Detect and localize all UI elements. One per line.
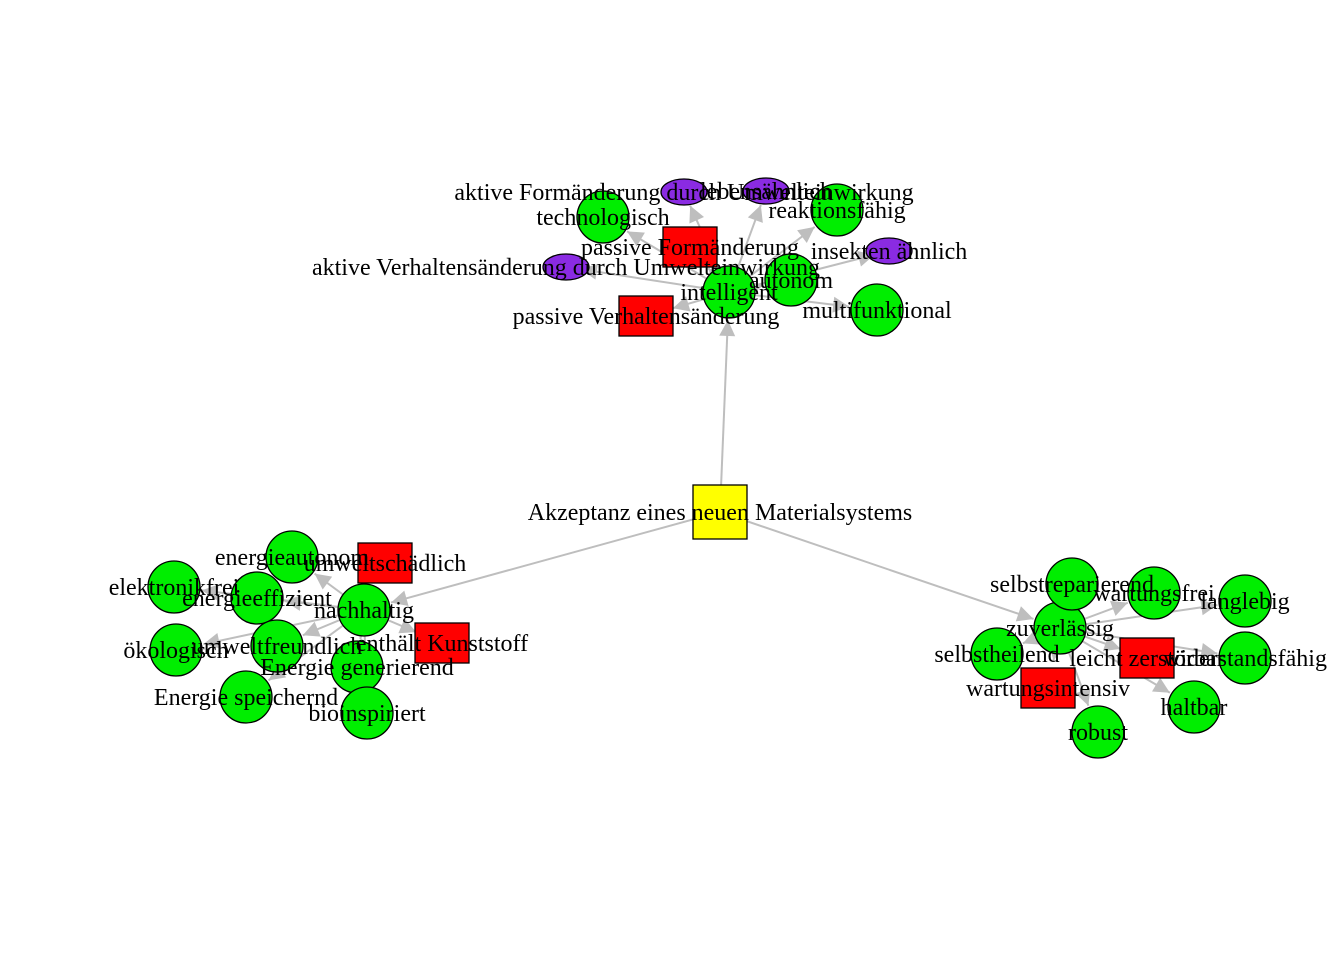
edge-root-nachhaltig xyxy=(390,511,721,604)
label-bioinspiriert: bioinspiriert xyxy=(308,701,426,727)
label-pas_form: passive Formänderung xyxy=(581,235,799,261)
node-autonom xyxy=(764,253,818,307)
arrowhead-nachhaltig-oekologisch xyxy=(203,633,221,649)
label-leicht_zerst: leicht zerstörbar xyxy=(1069,646,1224,672)
label-technologisch: technologisch xyxy=(536,205,669,231)
label-root: Akzeptanz eines neuen Materialsystems xyxy=(528,500,913,526)
label-energieeffizient: energieeffizient xyxy=(182,586,332,612)
arrowhead-zuverlaessig-selbstheilend xyxy=(1022,629,1041,645)
label-energie_gen: Energie generierend xyxy=(260,655,453,681)
label-zuverlaessig: zuverlässig xyxy=(1006,616,1114,642)
node-langlebig xyxy=(1218,574,1272,628)
node-selbstheilend xyxy=(970,627,1024,681)
arrowhead-nachhaltig-elektronikfrei xyxy=(201,584,219,601)
arrowhead-intelligent-lebensaehnlich xyxy=(747,205,763,223)
label-autonom: autonom xyxy=(749,268,833,294)
node-energie_sp xyxy=(219,670,273,724)
node-energieeffizient xyxy=(230,571,284,625)
label-umweltschaedlich: umweltschädlich xyxy=(304,551,467,577)
node-selbstreparierend xyxy=(1045,557,1099,611)
node-technologisch xyxy=(576,190,630,244)
arrowhead-zuverlaessig-haltbar xyxy=(1152,677,1170,693)
label-insekten: insekten ähnlich xyxy=(811,239,968,265)
arrowhead-root-zuverlaessig xyxy=(1015,606,1034,622)
node-akt_verh xyxy=(542,253,590,281)
label-lebensaehnlich: lebensähnlich xyxy=(700,179,832,205)
arrowhead-nachhaltig-energieeffizient xyxy=(284,594,302,611)
label-wartungsfrei: wartungsfrei xyxy=(1093,581,1215,607)
label-robust: robust xyxy=(1068,720,1128,746)
label-energieautonom: energieautonom xyxy=(215,545,370,571)
node-reaktionsfaehig xyxy=(810,183,864,237)
label-akt_form: aktive Formänderung durch Umwelteinwirku… xyxy=(454,180,913,206)
node-umweltschaedlich xyxy=(357,542,413,584)
nodes-layer xyxy=(147,177,1272,759)
arrowhead-intelligent-multifunktional xyxy=(832,296,850,313)
edge-root-zuverlaessig xyxy=(719,511,1034,620)
label-langlebig: langlebig xyxy=(1200,589,1289,615)
label-kunststoff: enthält Kunststoff xyxy=(356,631,528,657)
node-elektronikfrei xyxy=(147,560,201,614)
labels-layer: Akzeptanz eines neuen Materialsystems pas… xyxy=(109,179,1327,746)
label-selbstheilend: selbstheilend xyxy=(934,642,1059,668)
node-umweltfreundlich xyxy=(250,619,304,673)
label-widerstandsfaehig: widerstandsfähig xyxy=(1163,646,1327,672)
label-haltbar: haltbar xyxy=(1161,695,1228,721)
label-intelligent: intelligent xyxy=(680,280,778,306)
node-robust xyxy=(1071,705,1125,759)
arrowhead-zuverlaessig-robust xyxy=(1075,687,1091,706)
label-multifunktional: multifunktional xyxy=(802,298,952,324)
node-intelligent xyxy=(702,265,756,319)
node-multifunktional xyxy=(850,283,904,337)
label-nachhaltig: nachhaltig xyxy=(314,598,414,624)
node-pas_verh xyxy=(618,295,674,337)
arrowhead-zuverlaessig-langlebig xyxy=(1200,599,1218,616)
node-widerstandsfaehig xyxy=(1218,631,1272,685)
arrowhead-root-intelligent xyxy=(719,319,736,337)
label-elektronikfrei: elektronikfrei xyxy=(109,575,240,601)
arrowhead-root-nachhaltig xyxy=(390,590,409,607)
node-wartungsfrei xyxy=(1127,566,1181,620)
label-reaktionsfaehig: reaktionsfähig xyxy=(768,198,905,224)
arrowhead-nachhaltig-kunststoff xyxy=(398,618,417,634)
label-umweltfreundlich: umweltfreundlich xyxy=(192,634,363,660)
arrowhead-intelligent-technologisch xyxy=(627,231,645,247)
label-akt_verh: aktive Verhaltensänderung durch Umweltei… xyxy=(312,255,820,281)
arrowhead-intelligent-akt_form xyxy=(689,205,705,224)
label-pas_verh: passive Verhaltensänderung xyxy=(513,304,780,330)
node-oekologisch xyxy=(149,623,203,677)
edge-root-intelligent xyxy=(719,319,729,513)
node-insekten xyxy=(865,237,913,265)
arrowhead-nachhaltig-umweltfreundlich xyxy=(302,621,321,637)
node-leicht_zerst xyxy=(1119,637,1175,679)
node-energieautonom xyxy=(265,530,319,584)
node-lebensaehnlich xyxy=(742,177,790,205)
label-wartungsintensiv: wartungsintensiv xyxy=(966,676,1130,702)
label-energie_sp: Energie speichernd xyxy=(154,685,338,711)
node-bioinspiriert xyxy=(340,686,394,740)
arrowhead-zuverlaessig-wartungsfrei xyxy=(1109,600,1128,616)
node-haltbar xyxy=(1167,680,1221,734)
node-nachhaltig xyxy=(337,583,391,637)
arrowhead-nachhaltig-energieautonom xyxy=(314,573,333,590)
label-oekologisch: ökologisch xyxy=(123,638,228,664)
arrowhead-intelligent-akt_verh xyxy=(580,263,598,280)
node-wartungsintensiv xyxy=(1020,667,1076,709)
arrowhead-intelligent-reaktionsfaehig xyxy=(797,226,815,243)
node-root xyxy=(692,484,748,540)
arrowhead-zuverlaessig-leicht_zerst xyxy=(1102,636,1121,652)
node-akt_form xyxy=(660,178,708,206)
node-kunststoff xyxy=(414,622,470,664)
node-pas_form xyxy=(662,226,718,268)
arrowhead-zuverlaessig-widerstandsfaehig xyxy=(1200,643,1218,659)
arrowhead-intelligent-pas_verh xyxy=(672,296,691,312)
label-selbstreparierend: selbstreparierend xyxy=(990,572,1154,598)
